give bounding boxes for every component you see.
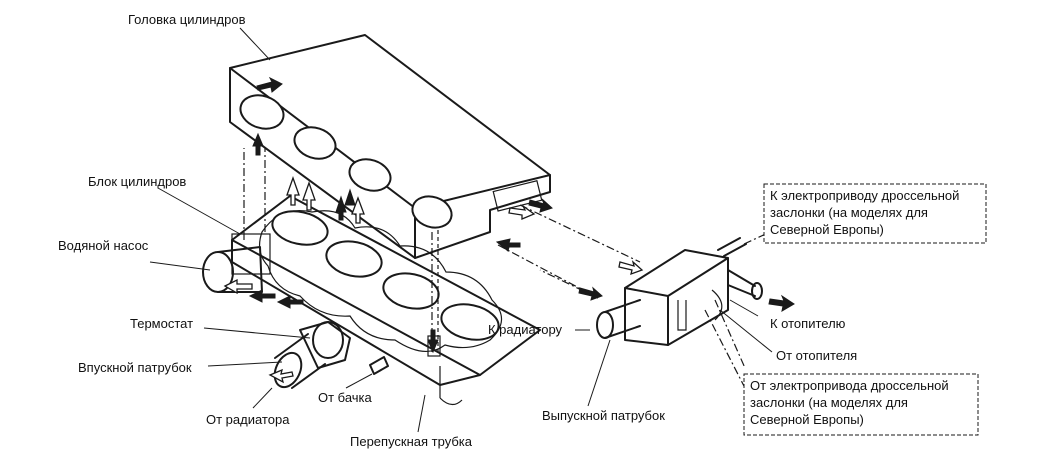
inlet-pipe	[273, 333, 326, 389]
thermostat-housing	[299, 321, 351, 369]
label-from-tank: От бачка	[318, 390, 373, 405]
label-water-pump: Водяной насос	[58, 238, 149, 253]
label-to-throttle-line3: Северной Европы)	[770, 222, 884, 237]
outlet-housing	[596, 237, 763, 346]
label-bypass-tube: Перепускная трубка	[350, 434, 473, 449]
label-to-radiator: К радиатору	[488, 322, 563, 337]
from-throttle-box	[743, 373, 979, 436]
label-outlet-pipe: Выпускной патрубок	[542, 408, 665, 423]
label-cylinder-block: Блок цилиндров	[88, 174, 186, 189]
cylinder-head	[229, 34, 551, 259]
label-from-throttle-line3: Северной Европы)	[750, 412, 864, 427]
label-from-throttle-line1: От электропривода дроссельной	[750, 378, 949, 393]
label-to-heater: К отопителю	[770, 316, 846, 331]
label-cylinder-head: Головка цилиндров	[128, 12, 246, 27]
to-throttle-box	[763, 183, 987, 244]
water-pump	[202, 246, 263, 293]
label-to-throttle-line2: заслонки (на моделях для	[770, 205, 928, 220]
leader-lines	[149, 27, 773, 433]
label-inlet-pipe: Впускной патрубок	[78, 360, 192, 375]
flow-lines	[243, 148, 771, 389]
label-from-radiator: От радиатора	[206, 412, 290, 427]
label-to-throttle-line1: К электроприводу дроссельной	[770, 188, 959, 203]
label-from-throttle-line2: заслонки (на моделях для	[750, 395, 908, 410]
label-thermostat: Термостат	[130, 316, 193, 331]
flow-arrows	[223, 132, 795, 384]
tank-nipple	[369, 356, 389, 375]
label-from-heater: От отопителя	[776, 348, 857, 363]
